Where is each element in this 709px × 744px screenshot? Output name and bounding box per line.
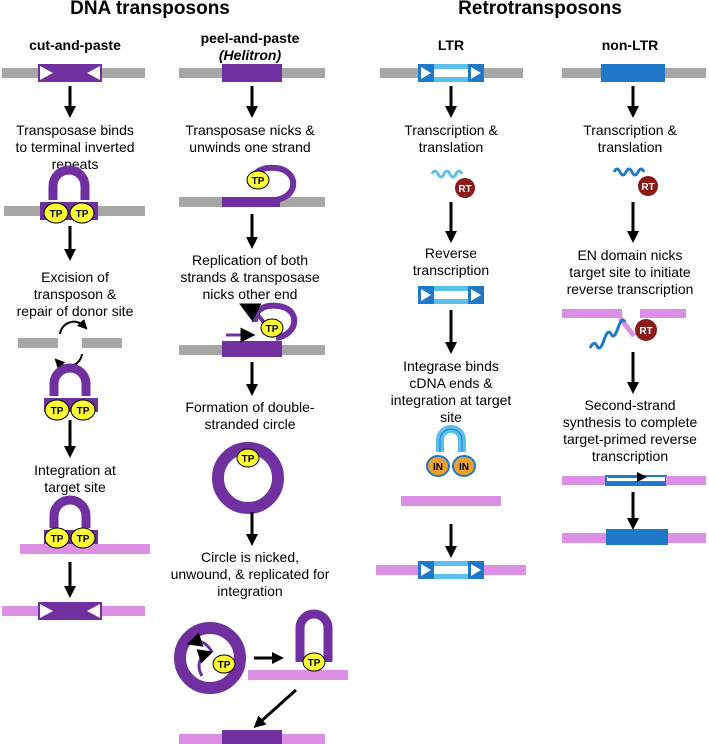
retrotransposons-header: Retrotransposons (458, 0, 622, 19)
peel-paste-donor-dna (179, 64, 325, 82)
rt-label: RT (458, 184, 471, 195)
rt-label: RT (641, 182, 654, 193)
ltr-step-2: Reverse transcription (412, 245, 490, 278)
peel-and-paste-title-text: peel-and-paste (200, 30, 300, 46)
non-ltr-second-strand (562, 472, 706, 486)
tp-label: TP (308, 658, 321, 669)
non-ltr-en-nick: RT (562, 309, 686, 350)
ltr-step-1: Transcription & translation (404, 122, 498, 155)
rt-label: RT (639, 326, 652, 337)
peel-paste-replication: TP (179, 302, 325, 357)
non-ltr-donor-dna (562, 64, 706, 82)
ltr-cdna (418, 286, 484, 304)
cut-paste-integration: TP TP (20, 495, 150, 554)
cut-paste-step-1: Transposase binds to terminal inverted r… (15, 122, 135, 172)
peel-paste-circle-replication: TP TP (174, 609, 348, 694)
non-ltr-step-2: EN domain nicks target site to initiate … (566, 247, 694, 297)
tp-label: TP (242, 454, 255, 465)
tp-label: TP (51, 406, 64, 417)
non-ltr-step-1: Transcription & translation (583, 122, 677, 155)
peel-paste-step-4: Circle is nicked, unwound, & replicated … (170, 549, 330, 599)
peel-paste-final-target (179, 730, 325, 744)
tp-label: TP (76, 209, 89, 220)
dna-transposons-header: DNA transposons (70, 0, 230, 19)
non-ltr-transcription: RT (612, 167, 658, 196)
cut-paste-excision: TP TP (18, 318, 122, 421)
tp-label: TP (77, 406, 90, 417)
ltr-integrase-binding: IN IN (401, 425, 501, 506)
tp-label: TP (266, 324, 279, 335)
peel-paste-nick-unwind: TP (179, 164, 325, 207)
peel-paste-diagonal-arrow (253, 688, 298, 729)
tp-label: TP (51, 534, 64, 545)
transposase-left (43, 202, 69, 224)
in-label: IN (459, 462, 469, 473)
non-ltr-step-3: Second-strand synthesis to complete targ… (562, 397, 698, 464)
transposase-right (69, 202, 95, 224)
cut-paste-donor-dna (2, 64, 145, 82)
ltr-final-target (376, 561, 526, 579)
cut-and-paste-title: cut-and-paste (29, 37, 121, 53)
peel-and-paste-title: peel-and-paste (Helitron) (175, 30, 325, 64)
peel-paste-step-1: Transposase nicks & unwinds one strand (185, 122, 315, 155)
helitron-subtitle: (Helitron) (218, 47, 282, 63)
cut-paste-step-2: Excision of transposon & repair of donor… (16, 269, 134, 319)
peel-paste-step-2: Replication of both strands & transposas… (180, 252, 320, 302)
tp-label: TP (77, 534, 90, 545)
non-ltr-final-target (562, 529, 706, 545)
ltr-donor-dna (380, 64, 523, 82)
in-label: IN (433, 462, 443, 473)
cut-paste-final-target (2, 602, 145, 620)
cut-paste-step-3: Integration at target site (34, 462, 116, 495)
tp-label: TP (252, 176, 265, 187)
cut-paste-transposase-binding: TP TP (4, 165, 145, 224)
non-ltr-title: non-LTR (601, 37, 659, 53)
ltr-step-3: Integrase binds cDNA ends & integration … (390, 358, 512, 425)
ltr-title: LTR (437, 37, 465, 53)
ltr-transcription: RT (430, 169, 475, 198)
tp-label: TP (50, 209, 63, 220)
peel-paste-circle: TP (212, 442, 284, 514)
tp-label: TP (218, 660, 231, 671)
peel-paste-step-3: Formation of double- stranded circle (185, 399, 315, 432)
